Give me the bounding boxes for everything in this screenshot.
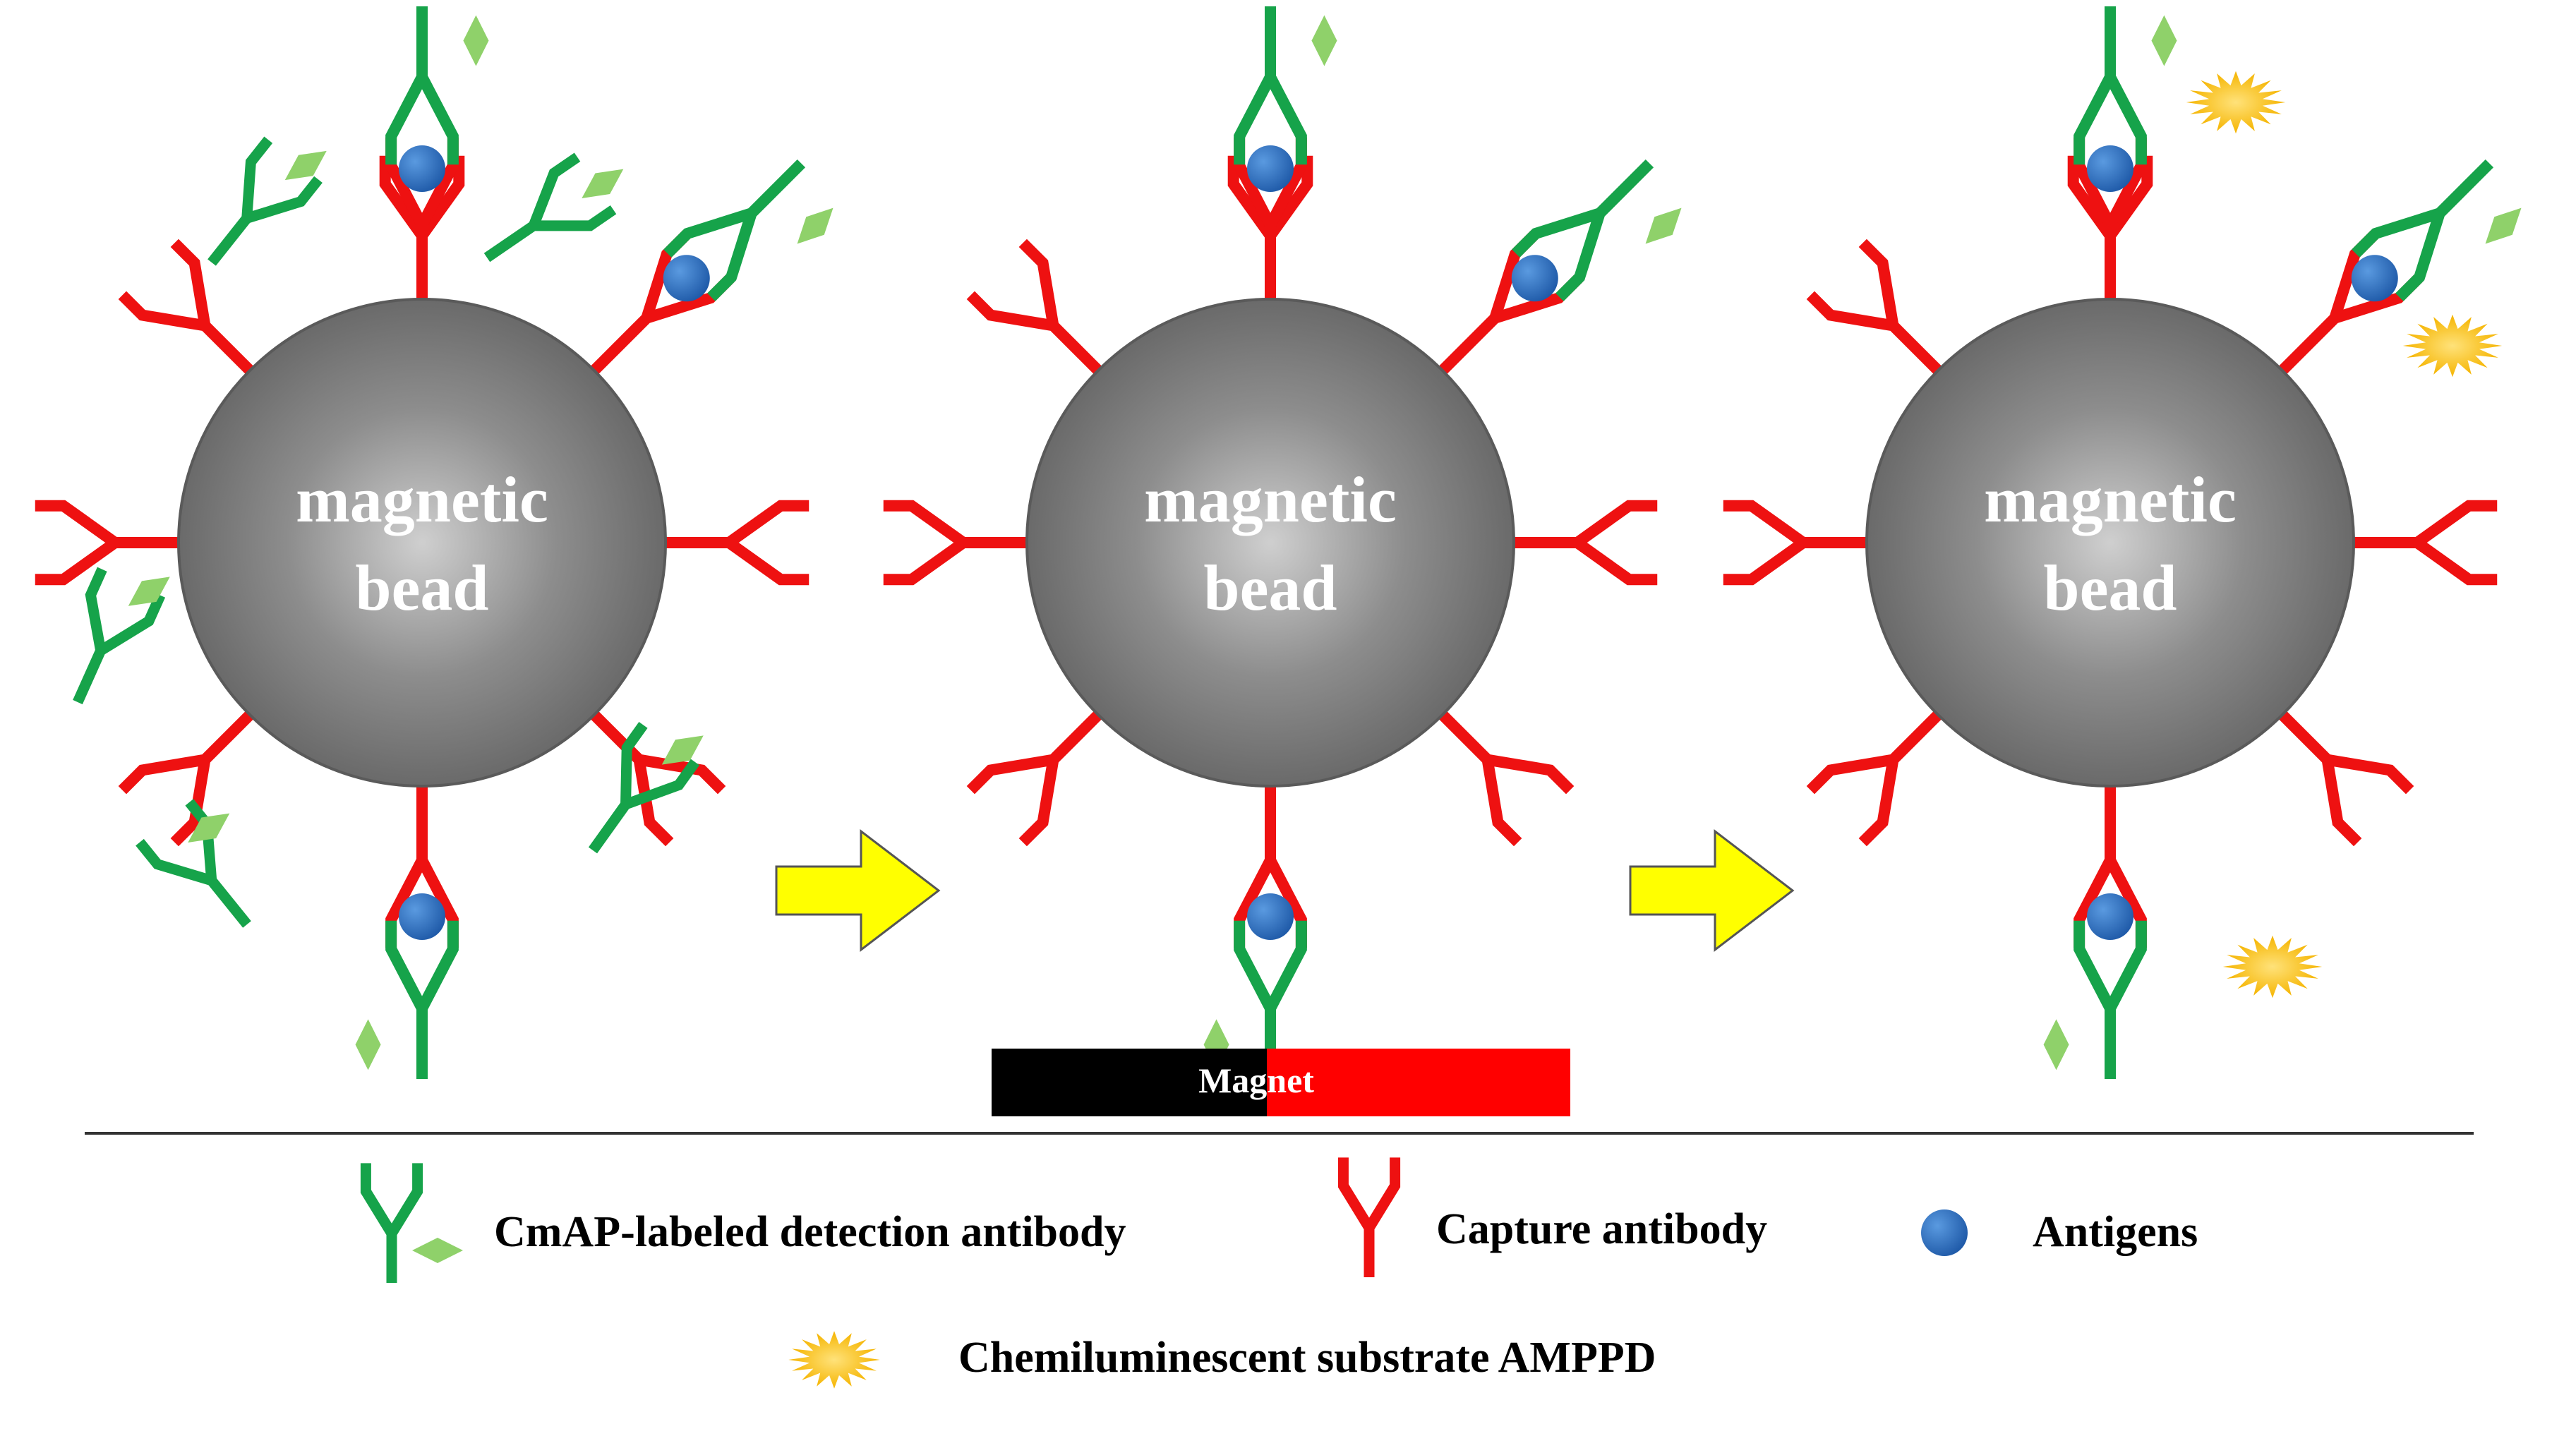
chemiluminescent-substrate-icon <box>788 1331 880 1389</box>
detection-antibody <box>2074 920 2147 1079</box>
detection-antibody <box>385 6 459 165</box>
legend-substrate-label: Chemiluminescent substrate AMPPD <box>958 1334 1656 1382</box>
legend-capture-antibody-label: Capture antibody <box>1436 1205 1767 1253</box>
label-tag-icon <box>412 1238 463 1263</box>
panel-3-chemiluminescence: magnetic bead <box>1723 6 2522 1079</box>
free-detection-antibody <box>207 136 323 266</box>
label-tag-icon <box>797 207 833 244</box>
capture-antibody <box>1510 500 1658 586</box>
capture-antibody <box>1806 239 1945 378</box>
chemiluminescence-burst <box>2186 71 2286 134</box>
capture-antibody <box>587 230 735 378</box>
process-arrow-2 <box>1629 828 1795 953</box>
detection-antibody <box>1234 6 1307 165</box>
label-tag-icon <box>2043 1019 2069 1070</box>
antigen <box>2087 145 2133 192</box>
label-tag-icon <box>188 813 230 843</box>
capture-antibody <box>1436 708 1575 847</box>
legend-detection-antibody-label: CmAP-labeled detection antibody <box>494 1208 1126 1256</box>
legend-antigens-label: Antigens <box>2033 1208 2198 1256</box>
antigen <box>1247 893 1294 940</box>
capture-antibody <box>1806 708 1945 847</box>
capture-antibody <box>118 708 257 847</box>
capture-antibody <box>2275 230 2423 378</box>
panel-1-incubation: magnetic bead <box>35 6 833 1079</box>
capture-antibody <box>662 500 809 586</box>
free-detection-antibody <box>588 722 700 854</box>
antigen <box>1247 145 1294 192</box>
antigen <box>2351 255 2398 302</box>
capture-antibody <box>35 500 182 586</box>
capture-antibody <box>2350 500 2498 586</box>
magnet-label: Magnet <box>1198 1061 1314 1100</box>
magnetic-bead: magnetic bead <box>177 298 667 788</box>
capture-antibody <box>1436 230 1583 378</box>
antigen <box>1511 255 1558 302</box>
label-tag-icon <box>128 577 170 606</box>
free-detection-antibody <box>136 799 251 928</box>
bead-label-line1: magnetic <box>296 464 548 536</box>
label-tag-icon <box>2485 207 2522 244</box>
capture-antibody <box>883 500 1030 586</box>
capture-antibody <box>966 708 1105 847</box>
legend-detection-antibody-shape <box>360 1163 423 1283</box>
antigen <box>399 145 445 192</box>
free-detection-antibody <box>73 567 166 705</box>
detection-antibody <box>2352 159 2494 301</box>
label-tag-icon <box>463 15 489 66</box>
magnetic-bead: magnetic bead <box>1025 298 1515 788</box>
capture-antibody <box>966 239 1105 378</box>
label-tag-icon <box>1311 15 1337 66</box>
capture-antibody <box>1723 500 1870 586</box>
label-tag-icon <box>1645 207 1682 244</box>
antigen-icon <box>1921 1209 1968 1256</box>
bead-label-line1: magnetic <box>1984 464 2237 536</box>
magnetic-bead: magnetic bead <box>1865 298 2355 788</box>
chemiluminescence-burst <box>2222 935 2323 998</box>
bead-label-line2: bead <box>1203 552 1337 624</box>
process-arrow-1 <box>775 828 941 953</box>
label-tag-icon <box>661 735 704 765</box>
label-tag-icon <box>284 150 327 181</box>
legend-capture-antibody-shape <box>1337 1157 1401 1277</box>
label-tag-icon <box>2151 15 2177 66</box>
legend: CmAP-labeled detection antibody Capture … <box>360 1157 2198 1389</box>
antigen <box>399 893 445 940</box>
detection-antibody <box>1512 159 1654 301</box>
bead-label-line2: bead <box>355 552 488 624</box>
chemiluminescence-burst <box>788 1331 880 1389</box>
capture-antibody <box>2275 708 2414 847</box>
antigen <box>2087 893 2133 940</box>
label-tag-icon <box>355 1019 381 1070</box>
detection-antibody <box>2074 6 2147 165</box>
antigen <box>663 255 710 302</box>
capture-antibody-icon <box>1337 1157 1401 1277</box>
magnet: Magnet <box>992 1049 1570 1116</box>
detection-antibody <box>663 159 806 301</box>
detection-antibody <box>385 920 459 1079</box>
free-detection-antibody <box>483 152 617 263</box>
detection-antibody-icon <box>360 1163 463 1283</box>
capture-antibody <box>118 239 257 378</box>
label-tag-icon <box>582 169 624 198</box>
bead-label-line2: bead <box>2043 552 2177 624</box>
chemiluminescence-burst <box>2402 314 2503 378</box>
bead-label-line1: magnetic <box>1144 464 1397 536</box>
panel-2-magnetic-separation: magnetic bead <box>883 6 1682 1079</box>
